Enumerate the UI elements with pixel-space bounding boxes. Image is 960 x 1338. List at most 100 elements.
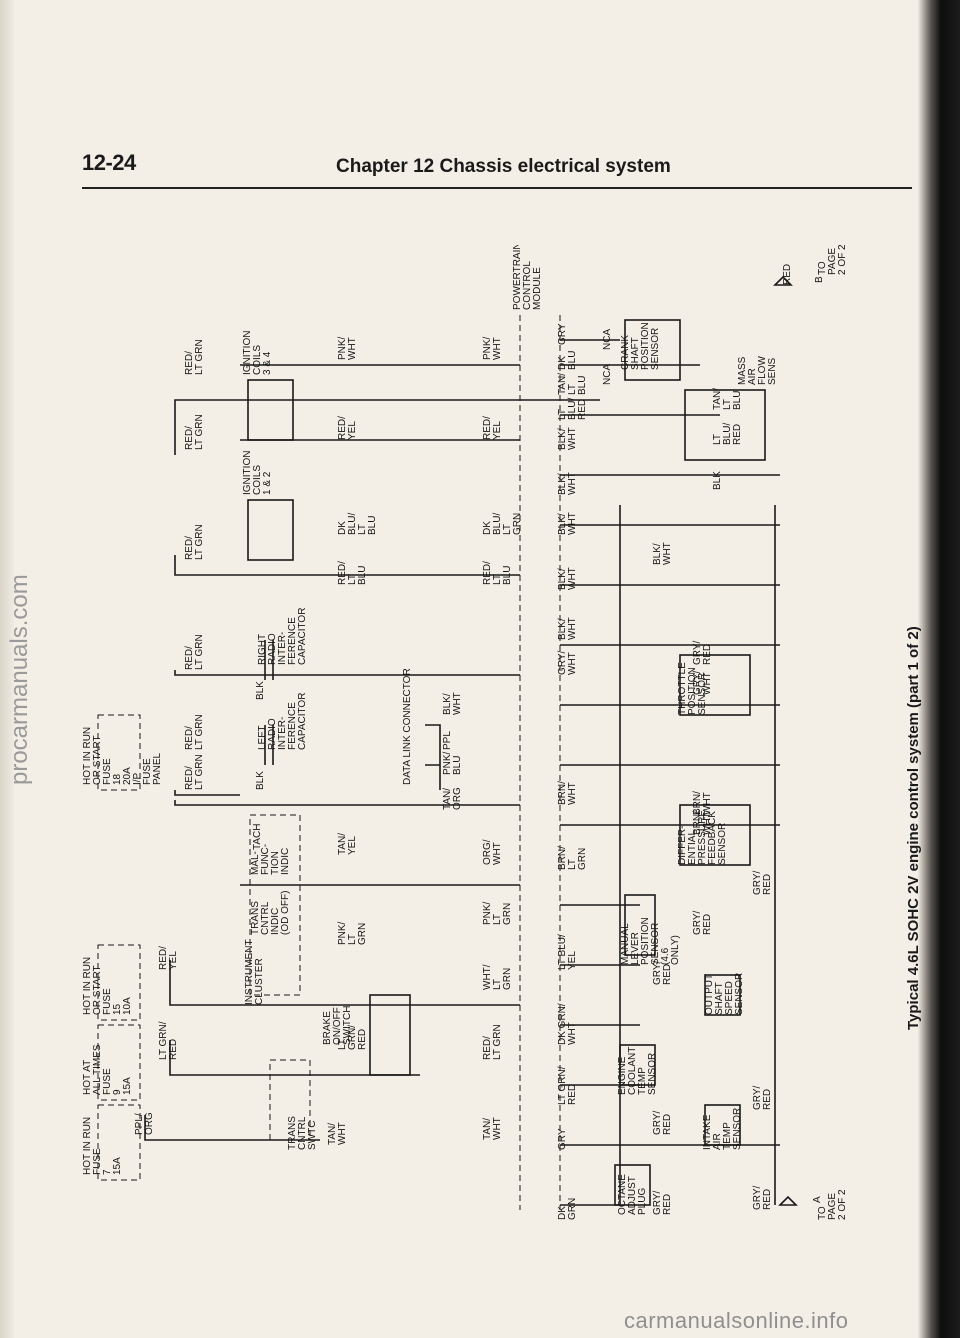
components-label: POWERTRAINCONTROLMODULE (512, 245, 543, 310)
components-label: IGNITIONCOILS3 & 4 (242, 331, 273, 375)
components-label: INTAKEAIRTEMPSENSOR (702, 1108, 743, 1150)
wires-upper-label: RED/LT GRN (184, 714, 205, 750)
wires-sensors-label: BLK/WHT (652, 542, 673, 565)
side-watermark: procarmanuals.com (6, 574, 33, 785)
wiring-diagram: HOT IN RUNFUSE715A HOT ATALL TIMESFUSE915… (82, 245, 848, 1220)
wires-pcm-left-label: DKBLU/LTGRN (482, 513, 523, 535)
wires-sensors-label: NCA (602, 364, 613, 385)
diagram-labels: HOT IN RUNFUSE715A HOT ATALL TIMESFUSE915… (82, 245, 848, 1220)
wires-pcm-right-label: LT GRN/RED (557, 1066, 578, 1105)
wires-middle-label: TAN/YEL (337, 833, 358, 855)
components-label: DIFFER-ENTIALPRESSUREFEEDBACKSENSOR (677, 810, 728, 865)
fuse-boxes-label: HOT ATALL TIMESFUSE915A (82, 1044, 133, 1095)
wires-sensors-label: BRN/WHT (692, 811, 713, 835)
wires-sensors-label: GRY/RED (692, 911, 713, 935)
wires-pcm-left-label: WHT/LTGRN (482, 964, 513, 990)
components-label: IGNITIONCOILS1 & 2 (242, 451, 273, 495)
wires-dlc-label: BLK/WHT (442, 692, 463, 715)
wires-pcm-left-label: RED/LTBLU (482, 561, 513, 585)
page-number: 12-24 (82, 150, 136, 175)
fuse-boxes-label: HOT IN RUNOR STARTFUSE1820AI/PFUSEPANEL (82, 727, 163, 785)
wires-sensors-label: RED (782, 264, 793, 285)
wires-middle-label: BLK (255, 681, 266, 700)
wires-pcm-right-label: BRN/WHT (557, 781, 578, 805)
wires-sensors-label: GRY/RED (652, 1111, 673, 1135)
wires-middle-label: TAN/WHT (327, 1122, 348, 1145)
components-label: DATA LINK CONNECTOR (402, 668, 413, 785)
off-page-label: TOPAGE2 OF 2 (817, 1189, 848, 1220)
chapter-title: Chapter 12 Chassis electrical system (336, 156, 671, 177)
components-label: INSTRUMENTCLUSTER (244, 939, 265, 1005)
components-label: ENGINECOOLANTTEMPSENSOR (617, 1047, 658, 1095)
wires-pcm-right-label: DKBLU (557, 351, 578, 370)
wires-pcm-right-label: TAN/LTBLU (557, 373, 588, 395)
components-label: LEFTRADIOINTER-FERENCECAPACITOR (257, 693, 308, 750)
wires-upper-label: RED/LT GRN (184, 634, 205, 670)
wires-dlc-label: TAN/ORG (442, 787, 463, 810)
wires-pcm-right-label: LT BLU/YEL (557, 934, 578, 970)
components-label: BRAKEON/OFFSWITCH (322, 1006, 353, 1045)
wires-pcm-right-label: BRN/LTGRN (557, 846, 588, 870)
wires-pcm-right-label: DK GRN/WHT (557, 1003, 578, 1045)
wires-sensors-label: LTBLU/RED (712, 423, 743, 445)
wires-pcm-right-label: BLK/WHT (557, 617, 578, 640)
wires-upper-label: RED/LT GRN (184, 414, 205, 450)
components-label: OCTANEADJUSTPLUG (617, 1174, 648, 1215)
book-binding-edge (918, 0, 960, 1338)
wires-middle-label: PNK/WHT (337, 336, 358, 360)
connector-ids-label: B (814, 276, 825, 283)
wires-sensors-label: GRY/RED (692, 641, 713, 665)
components-label: TRANSCNTRLINDIC(OD OFF) (250, 891, 291, 935)
wires-sensors-label: NCA (602, 329, 613, 350)
wires-middle-label: PNK/LTGRN (337, 921, 368, 945)
components-label: TRANSCNTRLSWTC (287, 1116, 318, 1150)
components-label: THROTTLEPOSITIONSENSOR (677, 662, 708, 715)
components-label: OUTPUTSHAFTSPEEDSENSOR (704, 973, 745, 1015)
page-edge-left (0, 0, 14, 1338)
wires-sensors-label: BRN/WHT (692, 791, 713, 815)
wires-upper-label: RED/LT GRN (184, 754, 205, 790)
wires-dlc-label: PPL (442, 731, 453, 750)
wires-pcm-right-label: BLK/WHT (557, 567, 578, 590)
wiring-lines (97, 275, 798, 1210)
wires-pcm-right-label: GRY (557, 1128, 568, 1150)
wires-pcm-left-label: ORG/WHT (482, 839, 503, 865)
wires-upper-label: RED/LT GRN (184, 524, 205, 560)
wires-middle-label: BLK (255, 771, 266, 790)
wires-pcm-right-label: GRY/WHT (557, 651, 578, 675)
wires-upper-label: LT GRN/RED (158, 1021, 179, 1060)
wires-dlc-label: PNK/BLU (442, 751, 463, 775)
header-rule (82, 187, 912, 189)
wires-pcm-left-label: TAN/WHT (482, 1117, 503, 1140)
wires-sensors-label: GRY/RED (652, 1191, 673, 1215)
wires-pcm-right-label: DKGRN (557, 1198, 578, 1220)
fuse-boxes-label: HOT IN RUNFUSE715A (82, 1117, 123, 1175)
off-page-label: TOPAGE2 OF 2 (817, 245, 848, 275)
components-label: RIGHTRADIOINTER-FERENCECAPACITOR (257, 608, 308, 665)
wires-sensors-label: GRY/RED (752, 871, 773, 895)
components-label: MAL-FUNC-TIONINDIC (250, 844, 291, 875)
wires-sensors-label: GRY/RED (752, 1086, 773, 1110)
wires-pcm-right-label: GRY (557, 323, 568, 345)
wires-sensors-label: GRY/WHT (692, 671, 713, 695)
wires-upper-label: PPL/ORG (134, 1112, 155, 1135)
wires-upper-label: RED/LT GRN (184, 339, 205, 375)
wires-pcm-left-label: RED/LT GRN (482, 1024, 503, 1060)
wires-middle-label: RED/YEL (337, 416, 358, 440)
wires-pcm-right-label: BLK/WHT (557, 512, 578, 535)
wires-middle-label: LTGRN/RED (337, 1025, 368, 1050)
wires-middle-label: RED/LTBLU (337, 561, 368, 585)
figure-caption: Typical 4.6L SOHC 2V engine control syst… (905, 626, 922, 1030)
wires-sensors-label: TAN/LTBLU (712, 388, 743, 410)
wires-sensors-label: BLK (712, 471, 723, 490)
wires-pcm-right-label: LTBLU/RED (557, 398, 588, 420)
wires-pcm-right-label: BLK/WHT (557, 427, 578, 450)
connector-ids-label: A (812, 1196, 823, 1203)
wires-pcm-left-label: PNK/WHT (482, 336, 503, 360)
wires-pcm-left-label: RED/YEL (482, 416, 503, 440)
fuse-boxes-label: HOT IN RUNOR STARTFUSE1510A (82, 957, 133, 1015)
wires-sensors-label: GRY/RED (652, 961, 673, 985)
components-label: MASSAIRFLOWSENS (737, 356, 778, 385)
bottom-watermark: carmanualsonline.info (624, 1308, 849, 1333)
wires-pcm-right-label: BLK/WHT (557, 472, 578, 495)
